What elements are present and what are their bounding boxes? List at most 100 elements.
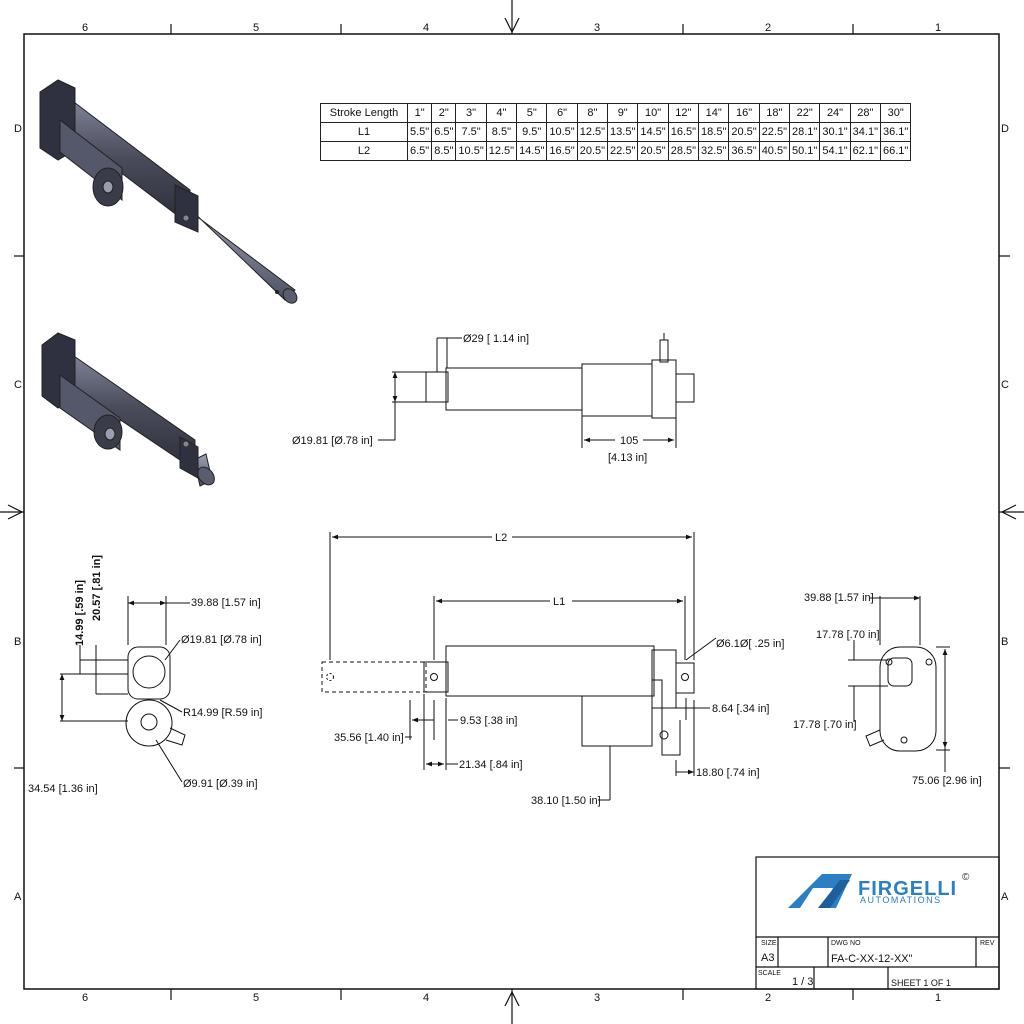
side-view [321,532,717,801]
sheet-label: SHEET 1 OF 1 [891,978,951,988]
table-cell-l2: 36.5" [728,141,760,161]
table-cell-stroke: 14" [698,103,730,123]
zone-row-c-left: C [14,379,22,391]
dim-2134: 21.34 [.84 in] [459,759,523,771]
table-cell-stroke: 3" [455,103,487,123]
table-header-stroke-length: Stroke Length [320,103,408,123]
table-cell-l2: 32.5" [698,141,730,161]
zone-col-1-bottom: 1 [935,992,941,1004]
table-cell-l2: 20.5" [576,141,609,161]
table-cell-stroke: 10" [637,103,669,123]
dwg-label: DWG NO [831,940,861,947]
size-label: SIZE [761,940,777,947]
dim-105-in: [4.13 in] [608,452,647,464]
table-cell-stroke: 16" [728,103,760,123]
table-cell-l1: 7.5" [455,122,487,142]
dim-1499-vertical: 14.99 [.59 in] [74,580,86,646]
title-block [755,856,1000,990]
table-cell-l2: 62.1" [849,141,882,161]
zone-col-5-bottom: 5 [253,992,259,1004]
table-row-l1: L1 5.5"6.5"7.5"8.5"9.5"10.5"12.5"13.5"14… [320,122,912,142]
left-end-view [59,596,190,783]
table-cell-l1: 36.1" [879,122,912,142]
dim-953: 9.53 [.38 in] [460,715,518,727]
table-cell-l2: 40.5" [758,141,791,161]
table-cell-l1: 12.5" [576,122,609,142]
dim-d1981-top: Ø19.81 [Ø.78 in] [292,435,373,447]
zone-row-b-left: B [14,636,21,648]
zone-col-4-top: 4 [423,22,429,34]
dim-3810: 38.10 [1.50 in] [531,795,601,807]
table-cell-l2: 22.5" [607,141,639,161]
table-cell-l2: 16.5" [546,141,578,161]
scale-value: 1 / 3 [792,976,813,988]
dim-2057-vertical: 20.57 [.81 in] [91,555,103,621]
dim-7506: 75.06 [2.96 in] [912,775,982,787]
size-value: A3 [761,952,774,964]
table-cell-l1: 5.5" [406,122,433,142]
table-cell-l2: 50.1" [789,141,821,161]
dwg-value: FA-C-XX-12-XX" [831,953,913,965]
dim-1778-bottom: 17.78 [.70 in] [793,719,857,731]
zone-row-c-right: C [1001,379,1009,391]
iso-view-retracted [41,332,215,487]
zone-row-a-right: A [1001,891,1009,903]
table-cell-stroke: 12" [667,103,700,123]
dim-l2: L2 [495,532,507,544]
firgelli-logo [788,874,852,908]
top-view [378,333,695,448]
dim-3988-right: 39.88 [1.57 in] [804,592,874,604]
table-row-label-l1: L1 [320,122,408,142]
table-cell-l2: 54.1" [819,141,851,161]
table-cell-stroke: 2" [431,103,457,123]
zone-col-4-bottom: 4 [423,992,429,1004]
zone-row-a-left: A [14,891,22,903]
iso-view-extended [39,79,298,304]
table-cell-stroke: 8" [576,103,609,123]
zone-row-d-right: D [1001,123,1009,135]
zone-row-d-left: D [14,123,22,135]
dim-d991: Ø9.91 [Ø.39 in] [183,778,258,790]
zone-col-2-bottom: 2 [765,992,771,1004]
logo-name: FIRGELLI [858,878,957,900]
table-cell-l2: 66.1" [879,141,912,161]
zone-col-6-bottom: 6 [82,992,88,1004]
table-cell-l1: 30.1" [819,122,851,142]
zone-col-1-top: 1 [935,22,941,34]
table-cell-l2: 28.5" [667,141,700,161]
table-cell-l2: 10.5" [455,141,487,161]
dim-1880: 18.80 [.74 in] [696,767,760,779]
dim-d1981-left: Ø19.81 [Ø.78 in] [181,634,262,646]
dim-l1: L1 [553,596,565,608]
table-cell-l1: 34.1" [849,122,882,142]
table-cell-l1: 14.5" [637,122,669,142]
table-cell-stroke: 22" [789,103,821,123]
table-cell-l1: 22.5" [758,122,791,142]
table-cell-stroke: 4" [485,103,518,123]
zone-row-b-right: B [1001,636,1008,648]
table-row-stroke: Stroke Length 1"2"3"4"5"6"8"9"10"12"14"1… [320,103,912,123]
right-end-view [848,595,950,772]
table-row-label-l2: L2 [320,141,408,161]
dim-3556: 35.56 [1.40 in] [334,732,404,744]
zone-col-3-bottom: 3 [594,992,600,1004]
table-cell-l2: 20.5" [637,141,669,161]
table-cell-l1: 10.5" [546,122,578,142]
table-cell-stroke: 18" [758,103,791,123]
table-cell-stroke: 30" [879,103,912,123]
dim-105: 105 [620,435,638,447]
table-cell-l1: 6.5" [431,122,457,142]
table-cell-l1: 18.5" [698,122,730,142]
dim-1778-top: 17.78 [.70 in] [816,629,880,641]
zone-col-2-top: 2 [765,22,771,34]
dim-r1499: R14.99 [R.59 in] [183,707,263,719]
table-cell-l1: 13.5" [607,122,639,142]
table-cell-l1: 9.5" [516,122,548,142]
dim-3454: 34.54 [1.36 in] [28,783,98,795]
table-cell-l1: 8.5" [485,122,518,142]
zone-col-3-top: 3 [594,22,600,34]
logo-sub: AUTOMATIONS [860,895,942,905]
table-cell-stroke: 6" [546,103,578,123]
